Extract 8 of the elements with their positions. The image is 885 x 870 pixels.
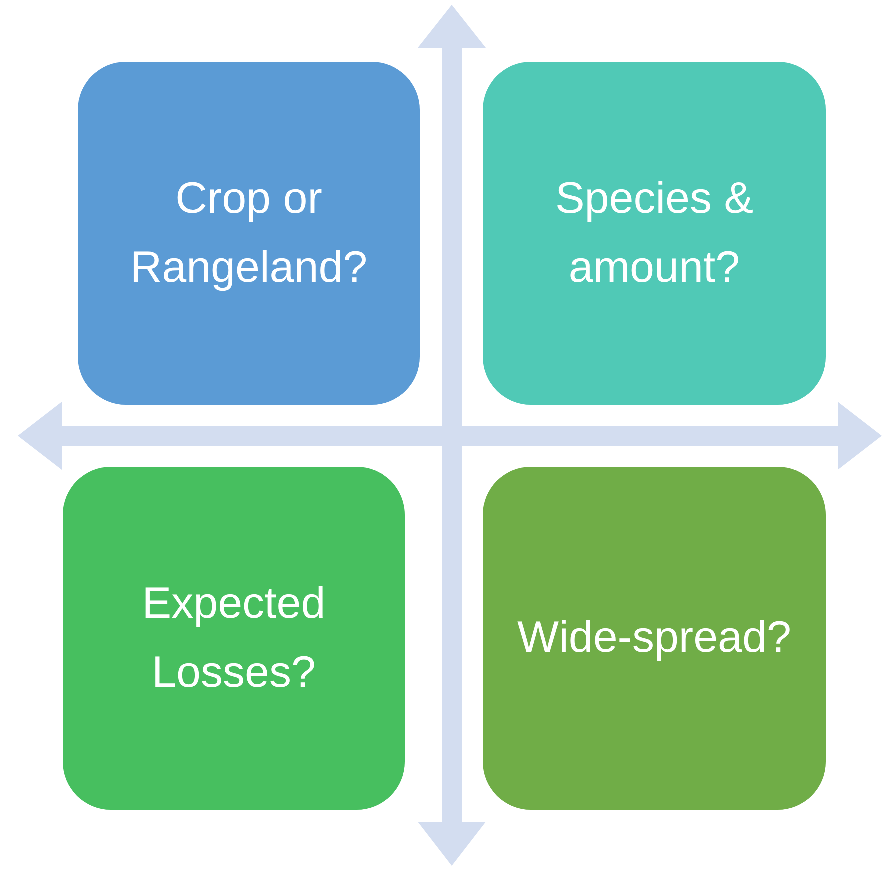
quadrant-label: Species & amount? [554, 173, 755, 294]
quadrant-label: Expected Losses? [141, 578, 327, 698]
quadrant-box [78, 62, 420, 405]
quadrant-label: Crop or Rangeland? [129, 173, 369, 294]
quadrant-box [483, 62, 826, 405]
quadrant-box [483, 467, 826, 810]
quadrant-box [63, 467, 405, 810]
quadrant-label: Wide-spread? [518, 612, 792, 664]
